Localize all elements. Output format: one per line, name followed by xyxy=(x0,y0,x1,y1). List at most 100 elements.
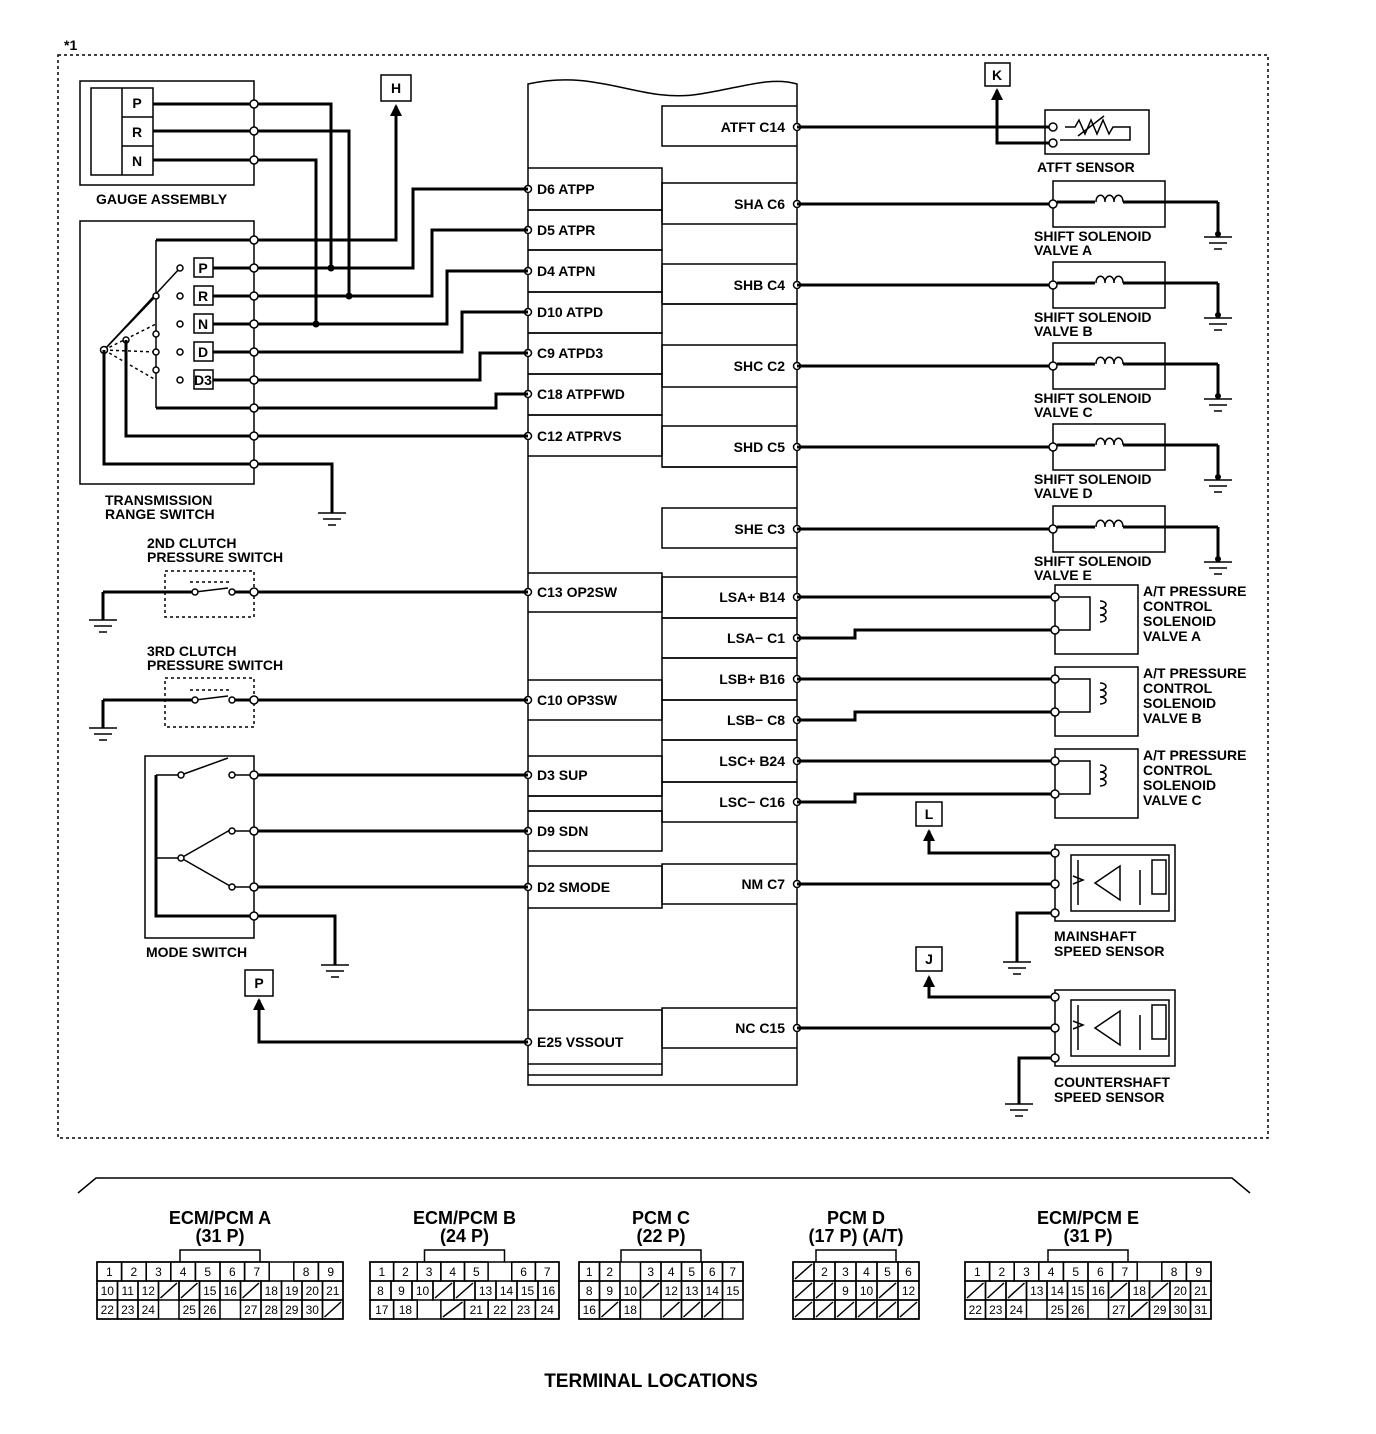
svg-text:MODE SWITCH: MODE SWITCH xyxy=(146,944,247,960)
connector-pin: 18 xyxy=(1133,1284,1147,1298)
ecm-right-pin-label: SHA C6 xyxy=(734,196,785,212)
svg-text:A/T PRESSURE: A/T PRESSURE xyxy=(1143,747,1246,763)
clutch-2nd-pressure-switch: 2ND CLUTCH PRESSURE SWITCH xyxy=(89,535,528,633)
ecm-left-pin-label: C9 ATPD3 xyxy=(537,345,603,361)
connector-pin: 8 xyxy=(1171,1265,1178,1279)
ecm-right-pin-label: SHB C4 xyxy=(734,277,786,293)
svg-text:CONTROL: CONTROL xyxy=(1143,762,1213,778)
ecm-left-pin-label: D5 ATPR xyxy=(537,222,595,238)
connector-pin: 21 xyxy=(470,1303,484,1317)
svg-text:MAINSHAFT: MAINSHAFT xyxy=(1054,928,1137,944)
ecm-left-pin-label: C10 OP3SW xyxy=(537,692,618,708)
connector-pin: 24 xyxy=(142,1303,156,1317)
connector-pin: 23 xyxy=(517,1303,531,1317)
connector-name: PCM C xyxy=(632,1208,690,1228)
connector-pin: 31 xyxy=(1194,1303,1208,1317)
connector-pin: 1 xyxy=(106,1265,113,1279)
svg-text:K: K xyxy=(992,67,1002,83)
connector-pin: 11 xyxy=(122,1284,135,1298)
connector-pin: 2 xyxy=(821,1265,828,1279)
range-pos-n: N xyxy=(198,316,208,332)
connector-pin: 10 xyxy=(416,1284,430,1298)
ecm-pin-box xyxy=(661,781,797,823)
connector-pin: 5 xyxy=(204,1265,211,1279)
ground-icon xyxy=(89,727,117,741)
connector-pin: 3 xyxy=(647,1265,654,1279)
connector-pin-count: (24 P) xyxy=(440,1226,489,1246)
connector-pin: 20 xyxy=(306,1284,320,1298)
connector-pin: 3 xyxy=(1023,1265,1030,1279)
connector-pin: 27 xyxy=(1112,1303,1126,1317)
connector-pin: 4 xyxy=(449,1265,456,1279)
transmission-range-switch: P R N D D3 TRANSMISSION RANGE SWITCH xyxy=(79,220,255,522)
connector-pin: 6 xyxy=(1097,1265,1104,1279)
ref-p: P xyxy=(244,969,274,997)
ecm-left-pin-label: D2 SMODE xyxy=(537,879,610,895)
ecm-left-pin-label: C13 OP2SW xyxy=(537,584,618,600)
connector-pin: 4 xyxy=(1048,1265,1055,1279)
ecm-left-pin-label: D9 SDN xyxy=(537,823,588,839)
connector-pin: 12 xyxy=(142,1284,156,1298)
connector-pin: 5 xyxy=(473,1265,480,1279)
connector-pin: 26 xyxy=(1071,1303,1085,1317)
connector-pin: 12 xyxy=(902,1284,916,1298)
svg-text:CONTROL: CONTROL xyxy=(1143,598,1213,614)
gauge-pos-p: P xyxy=(132,95,141,111)
connector-pin: 18 xyxy=(265,1284,279,1298)
figure-mark: *1 xyxy=(64,37,77,53)
svg-text:SHIFT SOLENOID: SHIFT SOLENOID xyxy=(1034,553,1151,569)
connector-pin: 5 xyxy=(1072,1265,1079,1279)
connector-pin: 5 xyxy=(688,1265,695,1279)
diagram-frame xyxy=(57,54,1269,1139)
gauge-assembly: P R N GAUGE ASSEMBLY xyxy=(79,80,255,207)
svg-text:SOLENOID: SOLENOID xyxy=(1143,777,1216,793)
connector-pin: 21 xyxy=(326,1284,340,1298)
coil-icon xyxy=(1095,519,1124,528)
connector-pin: 16 xyxy=(583,1303,597,1317)
connector-pin: 1 xyxy=(974,1265,981,1279)
ground-icon xyxy=(89,619,117,633)
connector-pin: 20 xyxy=(1174,1284,1188,1298)
connector-pin: 4 xyxy=(180,1265,187,1279)
connector-pin: 22 xyxy=(969,1303,983,1317)
connector-name: ECM/PCM E xyxy=(1037,1208,1139,1228)
connector-pin: 10 xyxy=(624,1284,638,1298)
ecm-pin-box xyxy=(661,182,797,225)
ecm-right-pin-label: LSC+ B24 xyxy=(719,753,785,769)
coil-icon xyxy=(1099,764,1107,787)
svg-text:A/T PRESSURE: A/T PRESSURE xyxy=(1143,583,1246,599)
connector-pin: 28 xyxy=(265,1303,279,1317)
clutch-3rd-pressure-switch: 3RD CLUTCH PRESSURE SWITCH xyxy=(89,643,528,741)
ecm-left-pin-label: D3 SUP xyxy=(537,767,588,783)
connector-pin: 12 xyxy=(665,1284,679,1298)
connector-pin: 4 xyxy=(863,1265,870,1279)
range-pos-d3: D3 xyxy=(194,372,212,388)
svg-text:SPEED SENSOR: SPEED SENSOR xyxy=(1054,1089,1164,1105)
connector-pin: 3 xyxy=(155,1265,162,1279)
ref-h: H xyxy=(380,74,412,102)
svg-text:VALVE D: VALVE D xyxy=(1034,485,1093,501)
ground-icon xyxy=(1204,317,1232,331)
ecm-right-pin-label: NC C15 xyxy=(735,1020,785,1036)
ecm-right-pin-label: LSC− C16 xyxy=(719,794,785,810)
connector-pin: 2 xyxy=(402,1265,409,1279)
ground-icon xyxy=(1204,398,1232,412)
svg-text:A/T PRESSURE: A/T PRESSURE xyxy=(1143,665,1246,681)
atft-sensor: ATFT SENSOR xyxy=(1037,109,1150,175)
connector-pin: 6 xyxy=(905,1265,912,1279)
connector-pin: 29 xyxy=(285,1303,299,1317)
connector-pin: 14 xyxy=(1051,1284,1065,1298)
mode-switch: MODE SWITCH xyxy=(144,755,255,960)
connector-pin: 18 xyxy=(624,1303,638,1317)
ecm-right-pin-label: LSA+ B14 xyxy=(719,589,785,605)
connector-pin: 10 xyxy=(101,1284,115,1298)
